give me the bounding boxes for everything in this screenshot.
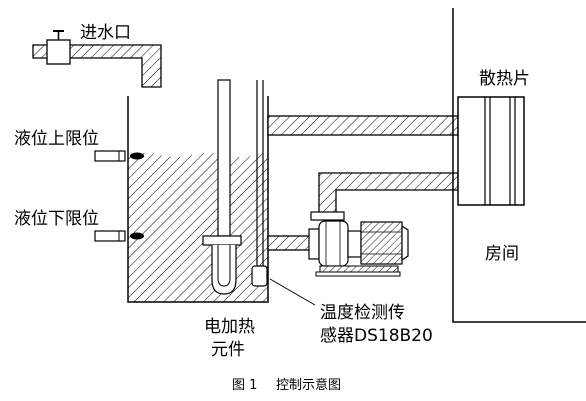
outlet-pipe-to-radiator xyxy=(267,115,459,136)
heater-label-line2: 元件 xyxy=(211,340,245,360)
figure-title: 控制示意图 xyxy=(276,377,341,393)
pump-inlet-pipe xyxy=(267,235,311,251)
tank-water xyxy=(128,153,270,302)
room-label: 房间 xyxy=(485,244,519,264)
lower-level-sensor-icon xyxy=(94,230,144,242)
water-inlet-label: 进水口 xyxy=(80,23,131,43)
heating-element-icon xyxy=(202,79,242,295)
circulation-pump-icon xyxy=(308,220,409,277)
inlet-valve-icon xyxy=(46,30,71,65)
upper-limit-label: 液位上限位 xyxy=(14,129,99,149)
radiator-icon xyxy=(457,96,525,206)
figure-number: 图 1 xyxy=(232,378,257,393)
tank-walls xyxy=(127,96,269,303)
sensor-label-line1: 温度检测传 xyxy=(320,303,405,323)
upper-level-sensor-icon xyxy=(94,150,144,162)
return-pipe-from-radiator xyxy=(310,172,459,221)
heater-label-line1: 电加热 xyxy=(204,317,255,337)
room-wall xyxy=(452,8,586,323)
sensor-leader-line xyxy=(269,278,316,306)
water-tank xyxy=(127,96,270,303)
temperature-sensor-probe-icon xyxy=(251,80,268,287)
lower-limit-label: 液位下限位 xyxy=(14,209,99,229)
sensor-label-line2: 感器DS18B20 xyxy=(320,326,433,346)
radiator-label: 散热片 xyxy=(479,69,530,89)
